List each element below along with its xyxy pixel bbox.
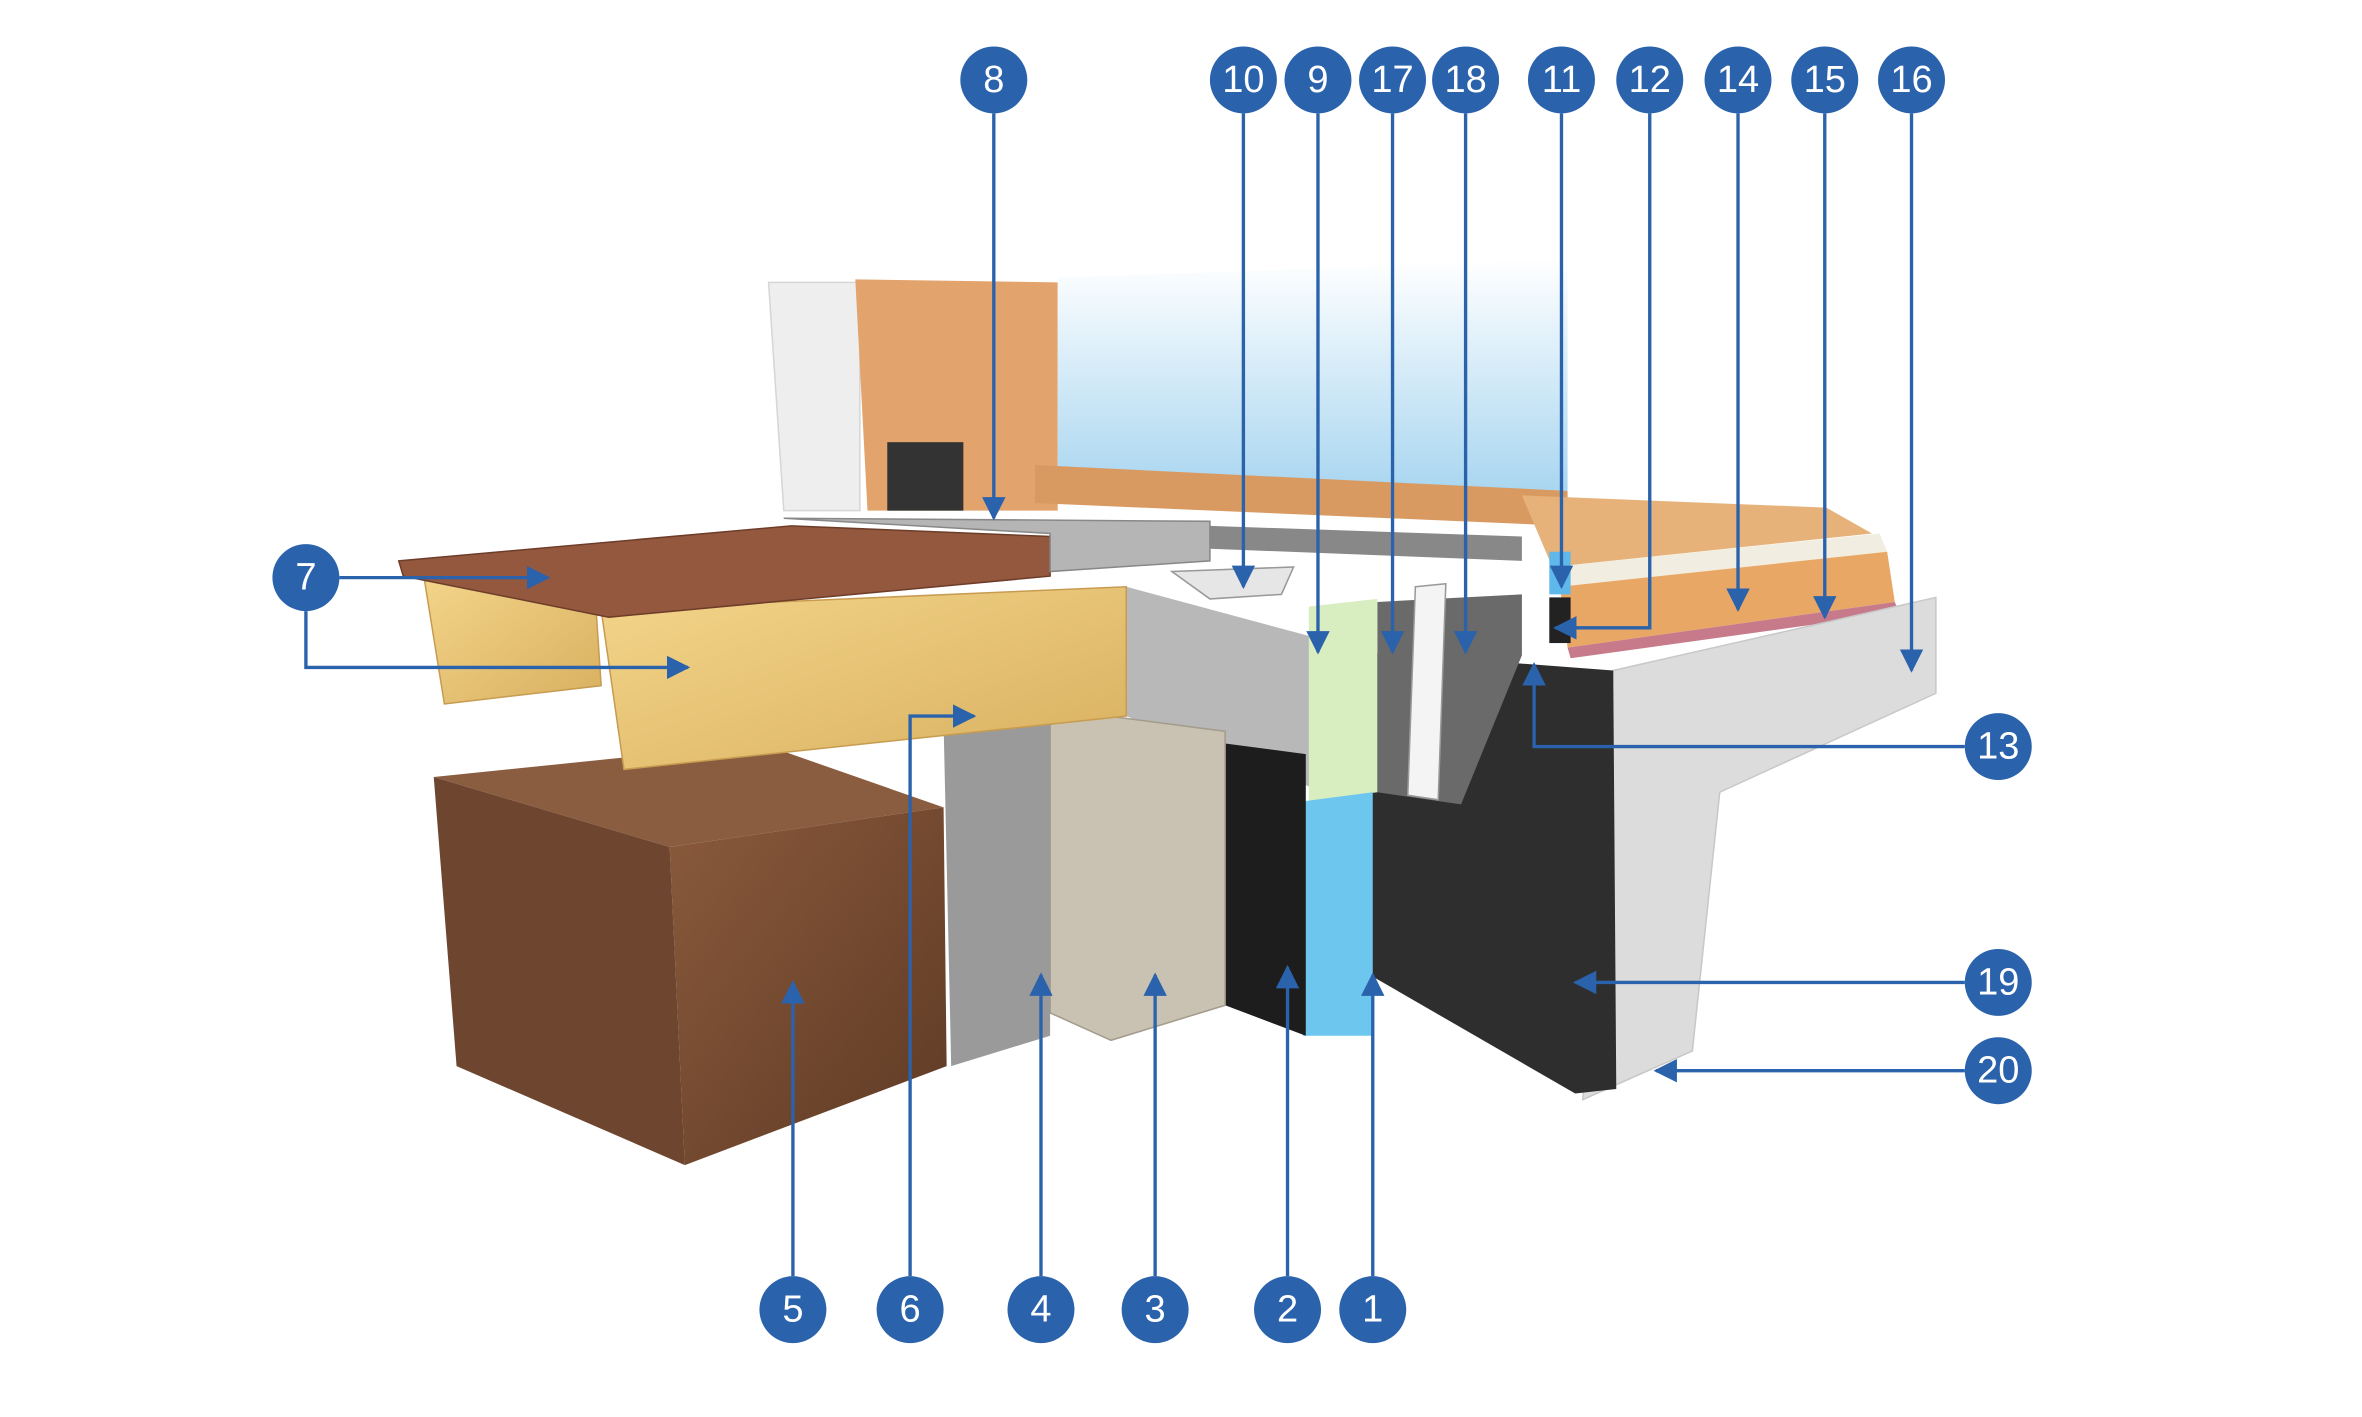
steel-profile: [1169, 566, 1295, 600]
window-assembly: [767, 259, 1568, 526]
callout-label: 1: [1362, 1289, 1383, 1331]
drain-grate: [783, 517, 1211, 573]
callout-8: 8: [960, 46, 1028, 114]
drainage-mat: [1225, 743, 1306, 1036]
leader-12: [1553, 113, 1652, 640]
callout-17: 17: [1359, 46, 1427, 114]
concrete-strip: [943, 708, 1051, 1067]
foundation-concrete: [1581, 596, 1937, 1101]
callout-13: 13: [1964, 713, 2032, 781]
back-concrete: [1126, 586, 1325, 793]
callout-label: 13: [1977, 726, 2019, 768]
callout-10: 10: [1209, 46, 1277, 114]
callout-1: 1: [1339, 1276, 1407, 1344]
callout-15: 15: [1791, 46, 1859, 114]
callout-label: 9: [1307, 59, 1328, 101]
soil-front: [669, 807, 947, 1166]
window-seal: [887, 442, 964, 511]
callout-label: 8: [983, 59, 1004, 101]
window-sill-frame: [1034, 464, 1568, 526]
callout-5: 5: [759, 1276, 827, 1344]
callout-11: 11: [1527, 46, 1595, 114]
callout-3: 3: [1121, 1276, 1189, 1344]
callout-19: 19: [1964, 948, 2032, 1016]
callout-label: 7: [295, 557, 316, 599]
seal-profile-black: [1549, 597, 1571, 644]
floor-screed: [1552, 533, 1888, 587]
leader-13: [1522, 662, 1965, 749]
callout-18: 18: [1432, 46, 1500, 114]
callout-label: 11: [1542, 59, 1581, 101]
callout-label: 16: [1890, 59, 1932, 101]
callout-6: 6: [876, 1276, 944, 1344]
callout-label: 18: [1444, 59, 1486, 101]
callout-label: 20: [1977, 1050, 2019, 1092]
callout-label: 6: [900, 1289, 921, 1331]
callout-7: 7: [272, 544, 340, 612]
callout-4: 4: [1007, 1276, 1075, 1344]
callout-20: 20: [1964, 1037, 2032, 1105]
leader-lines: [304, 113, 1965, 1277]
floor-board: [1521, 495, 1872, 567]
perforated-board: [1406, 582, 1447, 801]
gravel: [1049, 707, 1226, 1042]
soil-top: [433, 743, 944, 847]
callout-14: 14: [1704, 46, 1772, 114]
soil-side: [433, 776, 685, 1166]
window-sill: [1209, 525, 1522, 561]
callout-label: 4: [1030, 1289, 1051, 1331]
callout-label: 15: [1804, 59, 1846, 101]
callout-label: 5: [782, 1289, 803, 1331]
callout-2: 2: [1254, 1276, 1322, 1344]
callout-16: 16: [1878, 46, 1945, 114]
callout-12: 12: [1616, 46, 1684, 114]
callout-label: 17: [1371, 59, 1413, 101]
callout-9: 9: [1284, 46, 1352, 114]
leader-7b: [304, 611, 691, 680]
callout-label: 2: [1277, 1289, 1298, 1331]
callout-label: 19: [1977, 961, 2019, 1003]
wall-plaster: [767, 281, 861, 512]
leader-6: [908, 704, 977, 1277]
xps-insulation: [1302, 792, 1373, 1036]
callout-label: 14: [1717, 59, 1759, 101]
callout-label: 12: [1629, 59, 1671, 101]
callout-markers: 8 10 9 17 18 11 12 14 15 16 7 13 19 20 5…: [272, 46, 2032, 1344]
callout-label: 3: [1145, 1289, 1166, 1331]
callout-label: 10: [1222, 59, 1264, 101]
window-glass: [1057, 259, 1568, 491]
timber-beam-lower: [600, 585, 1127, 771]
